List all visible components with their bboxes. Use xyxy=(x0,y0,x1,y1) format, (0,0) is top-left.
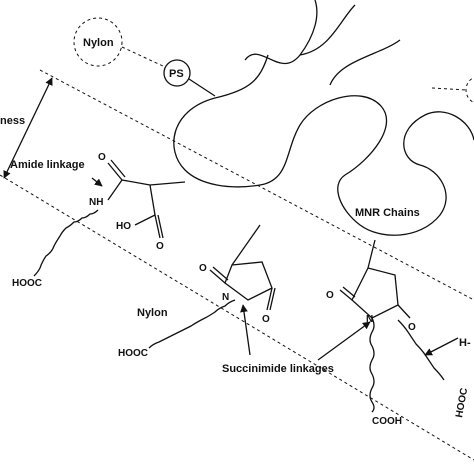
ring-right-co-1 xyxy=(339,289,353,301)
ho-label: HO xyxy=(116,221,131,232)
ring-right-co-3 xyxy=(397,304,411,319)
n-label-left: N xyxy=(222,292,229,303)
ring-right-to-chain xyxy=(367,239,376,269)
nylon-ps-connector xyxy=(121,46,166,68)
bond-co-2 xyxy=(110,159,126,178)
amide-arrow xyxy=(91,177,103,187)
amide-linkage-label: Amide linkage xyxy=(10,159,85,171)
nylon-circle-label: Nylon xyxy=(83,37,114,49)
thickness-label: ness xyxy=(0,115,25,127)
ps-chain-connector xyxy=(188,78,216,97)
right-dashed-connector xyxy=(431,87,468,91)
bond-c-o xyxy=(154,214,161,239)
ring-left-co-4 xyxy=(269,287,276,311)
ps-label: PS xyxy=(169,68,184,80)
amide-wavy-chain xyxy=(33,209,99,277)
o-label-ring-right-2: O xyxy=(408,322,416,333)
left-ring-wavy-chain xyxy=(148,299,236,349)
lower-boundary-line xyxy=(0,174,474,461)
ring-right-co-2 xyxy=(342,286,356,298)
mnr-chains-label: MNR Chains xyxy=(355,207,420,219)
ring-left-co-2 xyxy=(212,266,229,281)
partial-circle-right xyxy=(465,76,474,104)
o-label-ring-left-1: O xyxy=(199,263,207,274)
hooc-label-left: HOOC xyxy=(118,348,148,359)
nylon-lower-label: Nylon xyxy=(137,307,168,319)
right-ring-wavy-chain xyxy=(369,317,375,413)
mnr-chain-curve xyxy=(173,0,474,236)
succinimide-ring-right xyxy=(351,267,399,319)
bond-nh-c xyxy=(107,179,123,201)
n-label-right: N xyxy=(366,314,373,325)
bond-c-o-2 xyxy=(157,214,164,239)
cooh-label: COOH xyxy=(372,416,402,427)
succinimide-arrow-right xyxy=(317,321,371,361)
nylon-circle xyxy=(73,17,123,67)
mnr-chain-curve-2 xyxy=(299,4,401,86)
h-arrow xyxy=(424,337,459,356)
bond-c-ch xyxy=(121,179,151,186)
o-label-ring-right-1: O xyxy=(326,290,334,301)
bond-co-1 xyxy=(107,162,123,181)
o-label-amide: O xyxy=(98,152,106,163)
thickness-arrow xyxy=(3,77,53,179)
hooc-label-amide: HOOC xyxy=(12,278,42,289)
ring-left-to-chain xyxy=(231,224,261,266)
o-label-cooh: O xyxy=(156,241,164,252)
o-label-ring-left-2: O xyxy=(262,314,270,325)
hooc-label-right: HOOC xyxy=(454,387,470,418)
succinimide-arrow-left xyxy=(240,304,251,356)
bond-ch-chain xyxy=(149,181,186,186)
bond-ch-cooh xyxy=(149,184,156,216)
right-ring-wavy-chain-2 xyxy=(397,319,445,381)
succinimide-ring-left xyxy=(224,261,273,301)
ps-circle xyxy=(163,59,191,87)
nh-label: NH xyxy=(89,197,103,208)
succinimide-linkages-label: Succinimide linkages xyxy=(222,363,334,375)
bond-c-oh xyxy=(134,214,156,226)
upper-boundary-line xyxy=(39,69,474,301)
ring-left-co-3 xyxy=(266,287,273,311)
h-label: H- xyxy=(459,337,471,349)
ring-left-co-1 xyxy=(209,269,226,284)
